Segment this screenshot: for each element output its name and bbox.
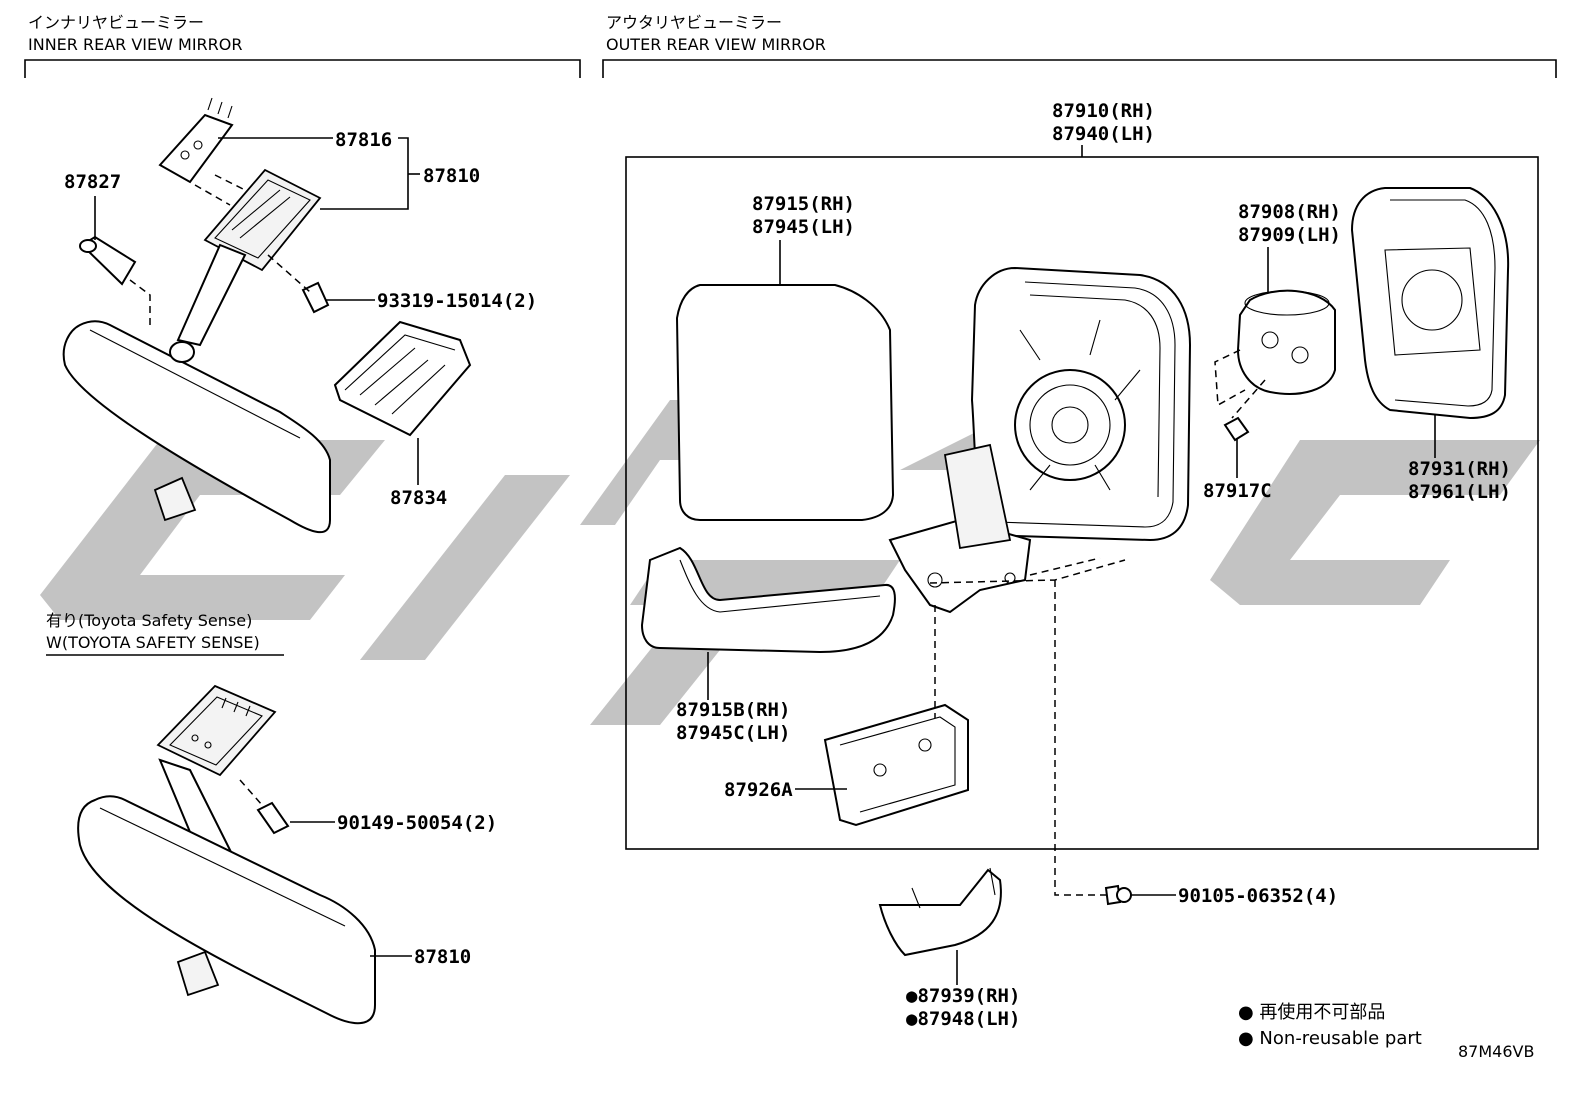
inner-bottom-labels: 90149-50054(2) 87810 xyxy=(290,812,497,968)
screw-93319 xyxy=(301,281,330,314)
cap-87939 xyxy=(878,868,1002,957)
outer-title-en: OUTER REAR VIEW MIRROR xyxy=(606,35,826,54)
legend-en: ● Non-reusable part xyxy=(1238,1028,1422,1049)
label-87915: 87915(RH) xyxy=(752,193,855,215)
variant-title-en: W(TOYOTA SAFETY SENSE) xyxy=(46,633,260,652)
label-87948: ●87948(LH) xyxy=(906,1008,1020,1030)
label-90149: 90149-50054(2) xyxy=(337,812,497,834)
inner-mirror-body xyxy=(62,320,331,534)
screw-90149 xyxy=(256,801,290,835)
bracket-87926a xyxy=(823,703,969,827)
label-87931: 87931(RH) xyxy=(1408,458,1511,480)
label-87926a: 87926A xyxy=(724,779,793,801)
label-87834: 87834 xyxy=(390,487,447,509)
cover-87834 xyxy=(333,320,472,437)
legend-jp: ● 再使用不可部品 xyxy=(1238,1002,1385,1023)
label-87827: 87827 xyxy=(64,171,121,193)
tss-mount-base xyxy=(156,684,277,777)
back-plate-87931 xyxy=(1350,187,1510,420)
inner-top-labels: 87816 87810 87827 93319-15014(2) 87834 xyxy=(64,129,537,509)
inner-mirror-tss-assembly xyxy=(77,684,376,1025)
variant-header: 有り(Toyota Safety Sense) W(TOYOTA SAFETY … xyxy=(46,611,284,656)
inner-title-en: INNER REAR VIEW MIRROR xyxy=(28,35,243,54)
tss-mirror-body xyxy=(77,795,376,1025)
bolt-90105 xyxy=(1104,884,1122,906)
label-90105: 90105-06352(4) xyxy=(1178,885,1338,907)
inner-mirror-assembly xyxy=(62,97,472,534)
label-87810: 87810 xyxy=(423,165,480,187)
diagram-code: 87M46VB xyxy=(1458,1042,1534,1061)
inner-title-jp: インナリヤビューミラー xyxy=(28,13,204,32)
variant-title-jp: 有り(Toyota Safety Sense) xyxy=(46,611,252,630)
label-87940: 87940(LH) xyxy=(1052,123,1155,145)
label-87917c: 87917C xyxy=(1203,480,1272,502)
label-87810-tss: 87810 xyxy=(414,946,471,968)
inner-section-header: インナリヤビューミラー INNER REAR VIEW MIRROR xyxy=(24,13,581,78)
label-87910: 87910(RH) xyxy=(1052,100,1155,122)
label-87939: ●87939(RH) xyxy=(906,985,1020,1007)
label-87816: 87816 xyxy=(335,129,392,151)
label-93319: 93319-15014(2) xyxy=(377,290,537,312)
outer-mirror-frame: 87910(RH) 87940(LH) xyxy=(625,100,1539,850)
actuator-87908 xyxy=(1236,289,1336,395)
label-87945: 87945(LH) xyxy=(752,216,855,238)
outer-section-header: アウタリヤビューミラー OUTER REAR VIEW MIRROR xyxy=(602,13,1557,78)
label-87961: 87961(LH) xyxy=(1408,481,1511,503)
lower-cover-87915b xyxy=(640,546,896,654)
outer-title-jp: アウタリヤビューミラー xyxy=(606,13,782,32)
outer-mirror-labels: 87915(RH) 87945(LH) 87908(RH) 87909(LH) … xyxy=(676,193,1511,1030)
label-87909: 87909(LH) xyxy=(1238,224,1341,246)
label-87945c: 87945C(LH) xyxy=(676,722,790,744)
mirror-glass-87915 xyxy=(675,284,895,521)
label-87908: 87908(RH) xyxy=(1238,201,1341,223)
screw-87917c xyxy=(1223,416,1250,442)
label-87915b: 87915B(RH) xyxy=(676,699,790,721)
legend: ● 再使用不可部品 ● Non-reusable part xyxy=(1238,1002,1422,1049)
outer-mirror-parts xyxy=(640,187,1510,957)
mirror-stem xyxy=(176,243,247,347)
